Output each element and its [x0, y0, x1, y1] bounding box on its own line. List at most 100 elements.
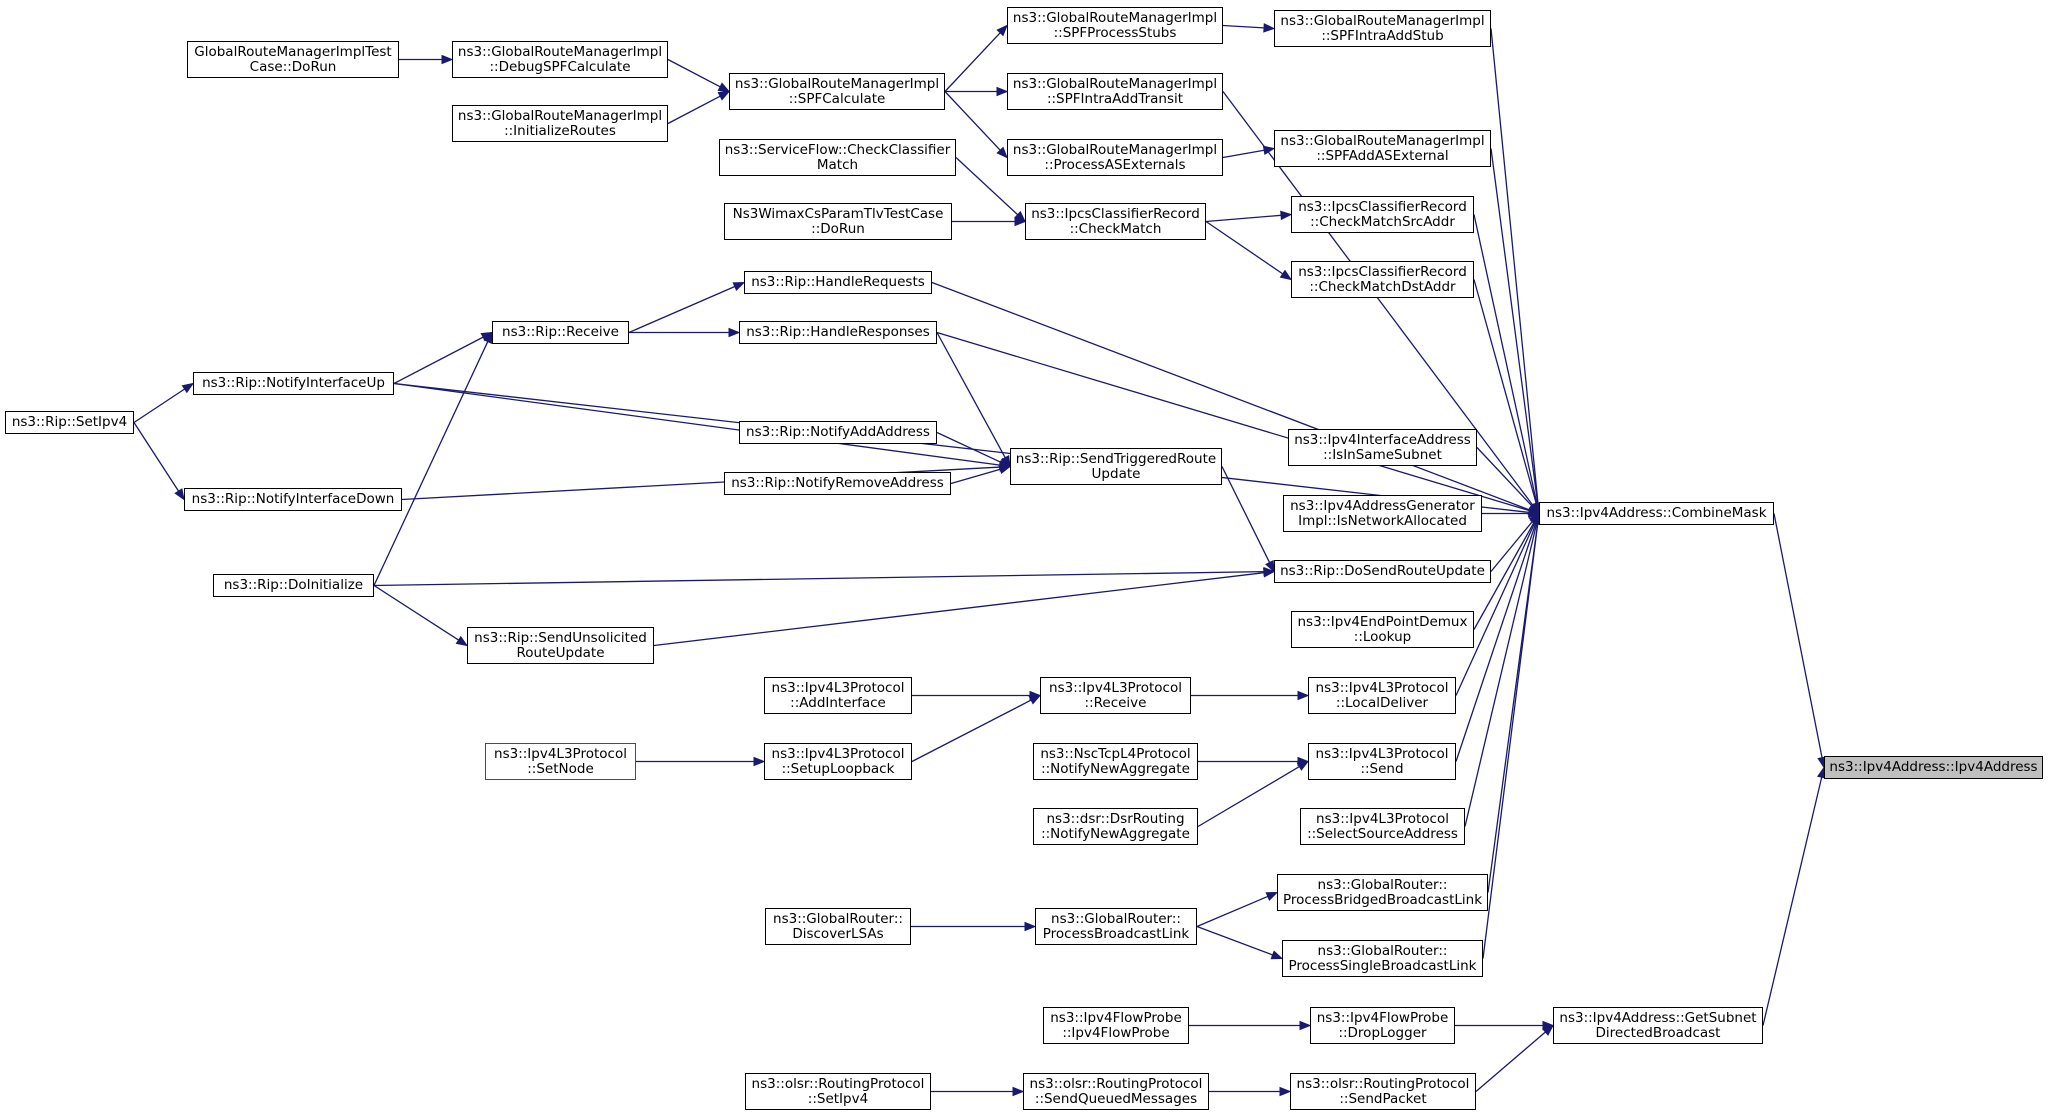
- node-rip-dosendrouteupdate[interactable]: ns3::Rip::DoSendRouteUpdate: [1274, 560, 1491, 583]
- node-label-line: ns3::Ipv4L3Protocol: [1316, 810, 1449, 827]
- edge-n25-n29: [1490, 520, 1534, 572]
- node-label-line: ProcessBroadcastLink: [1042, 925, 1190, 942]
- edge-arrowhead: [1296, 760, 1310, 771]
- node-processsinglebroadcastlink[interactable]: ns3::GlobalRouter::ProcessSingleBroadcas…: [1282, 940, 1483, 977]
- edge-n50-n46: [1475, 1031, 1546, 1092]
- node-label-line: ProcessSingleBroadcastLink: [1288, 957, 1477, 974]
- node-ipv4flowprobe-droplogger[interactable]: ns3::Ipv4FlowProbe::DropLogger: [1310, 1007, 1455, 1044]
- node-label-line: ::SPFIntraAddStub: [1321, 27, 1444, 44]
- node-label-line: ::DropLogger: [1338, 1024, 1427, 1041]
- node-ipv4address-combinemask[interactable]: ns3::Ipv4Address::CombineMask: [1539, 502, 1774, 525]
- edge-arrowhead: [1299, 1020, 1312, 1031]
- edge-arrowhead: [174, 488, 185, 501]
- edge-n37-n29: [1455, 522, 1537, 762]
- node-olsr-routingprotocol-sendqueuedmessages[interactable]: ns3::olsr::RoutingProtocol::SendQueuedMe…: [1023, 1073, 1209, 1110]
- node-globalrouter-discoverlsas[interactable]: ns3::GlobalRouter::DiscoverLSAs: [765, 908, 911, 945]
- node-olsr-routingprotocol-sendpacket[interactable]: ns3::olsr::RoutingProtocol::SendPacket: [1290, 1073, 1476, 1110]
- edge-arrowhead: [181, 382, 195, 394]
- node-rip-handlerequests[interactable]: ns3::Rip::HandleRequests: [744, 271, 932, 294]
- node-checkmatchsrcaddr[interactable]: ns3::IpcsClassifierRecord::CheckMatchSrc…: [1291, 196, 1474, 233]
- node-label-line: ns3::GlobalRouteManagerImpl: [457, 107, 663, 124]
- node-ipv4l3protocol-setnode[interactable]: ns3::Ipv4L3Protocol::SetNode: [485, 743, 636, 780]
- node-label-line: ns3::Ipv4EndPointDemux: [1297, 613, 1468, 630]
- node-label-line: ns3::GlobalRouter::: [1317, 876, 1448, 893]
- edge-n27-n29: [1476, 447, 1533, 507]
- edge-n39-n29: [1464, 523, 1538, 827]
- node-ipv4endpointdemux-lookup[interactable]: ns3::Ipv4EndPointDemux::Lookup: [1291, 611, 1474, 648]
- node-label-line: ::Send: [1360, 760, 1404, 777]
- node-label-line: ::AddInterface: [790, 694, 886, 711]
- edge-arrowhead: [717, 90, 731, 101]
- edge-arrowhead: [1265, 891, 1279, 901]
- node-label-line: ns3::Ipv4L3Protocol: [771, 679, 905, 696]
- edge-arrowhead: [753, 756, 766, 767]
- node-rip-notifyremoveaddress[interactable]: ns3::Rip::NotifyRemoveAddress: [724, 472, 951, 495]
- node-isinsamesubnet[interactable]: ns3::Ipv4InterfaceAddress::IsInSameSubne…: [1288, 429, 1477, 466]
- node-label-line: Match: [816, 156, 859, 173]
- node-rip-setipv4[interactable]: ns3::Rip::SetIpv4: [5, 411, 134, 434]
- node-label-line: ns3::GlobalRouteManagerImpl: [1280, 12, 1485, 29]
- node-label-line: ns3::Rip::SendTriggeredRoute: [1015, 450, 1217, 467]
- edge-n18-n22: [393, 382, 1001, 466]
- edge-arrowhead: [1014, 216, 1027, 227]
- edge-n4-n7: [944, 91, 1001, 151]
- node-ipv4l3protocol-send[interactable]: ns3::Ipv4L3Protocol::Send: [1308, 743, 1456, 780]
- node-spfcalculate[interactable]: ns3::GlobalRouteManagerImpl::SPFCalculat…: [729, 73, 945, 110]
- edge-n35-n32: [911, 699, 1032, 763]
- edge-arrowhead: [728, 327, 741, 338]
- node-initializeroutes[interactable]: ns3::GlobalRouteManagerImpl::InitializeR…: [452, 105, 668, 142]
- edge-n38-n37: [1197, 766, 1300, 828]
- node-ipv4l3protocol-setuploopback[interactable]: ns3::Ipv4L3Protocol::SetupLoopback: [764, 743, 912, 780]
- node-label-line: ns3::Rip::SendUnsolicited: [474, 629, 647, 646]
- edge-n5-n8: [1222, 24, 1265, 29]
- node-debugspfcalculate[interactable]: ns3::GlobalRouteManagerImpl::DebugSPFCal…: [452, 41, 668, 78]
- node-spfprocessstubs[interactable]: ns3::GlobalRouteManagerImpl::SPFProcessS…: [1007, 7, 1223, 44]
- node-ipv4l3protocol-selectsourceaddress[interactable]: ns3::Ipv4L3Protocol::SelectSourceAddress: [1300, 808, 1465, 845]
- node-ipv4flowprobe-ipv4flowprobe[interactable]: ns3::Ipv4FlowProbe::Ipv4FlowProbe: [1043, 1007, 1189, 1044]
- node-checkmatchdstaddr[interactable]: ns3::IpcsClassifierRecord::CheckMatchDst…: [1291, 261, 1474, 298]
- edge-n7-n9: [1222, 149, 1265, 159]
- node-rip-notifyinterfacedown[interactable]: ns3::Rip::NotifyInterfaceDown: [184, 488, 402, 511]
- node-nsctcpl4protocol-notifynewaggregate[interactable]: ns3::NscTcpL4Protocol::NotifyNewAggregat…: [1033, 743, 1198, 780]
- edge-n10-n12: [955, 157, 1019, 216]
- node-label-line: Update: [1091, 465, 1141, 482]
- edge-n24-n26: [373, 584, 459, 641]
- node-ipv4l3protocol-localdeliver[interactable]: ns3::Ipv4L3Protocol::LocalDeliver: [1308, 677, 1456, 714]
- node-dsrrouting-notifynewaggregate[interactable]: ns3::dsr::DsrRouting::NotifyNewAggregate: [1033, 808, 1198, 845]
- edge-n4-n5: [944, 32, 1001, 92]
- node-label-line: Impl::IsNetworkAllocated: [1298, 512, 1467, 529]
- node-rip-doinitialize[interactable]: ns3::Rip::DoInitialize: [213, 574, 374, 597]
- node-label-line: ns3::Ipv4L3Protocol: [1049, 679, 1182, 696]
- node-label-line: ns3::Ipv4Address::CombineMask: [1546, 505, 1767, 521]
- node-globalrouter-processbroadcastlink[interactable]: ns3::GlobalRouter::ProcessBroadcastLink: [1035, 908, 1197, 945]
- node-ipv4l3protocol-receive[interactable]: ns3::Ipv4L3Protocol::Receive: [1040, 677, 1191, 714]
- edge-n17-n29: [936, 331, 1530, 512]
- node-ipv4l3protocol-addinterface[interactable]: ns3::Ipv4L3Protocol::AddInterface: [764, 677, 912, 714]
- node-olsr-routingprotocol-setipv4[interactable]: ns3::olsr::RoutingProtocol::SetIpv4: [745, 1073, 931, 1110]
- node-label-line: ns3::Rip::NotifyRemoveAddress: [731, 475, 944, 491]
- node-rip-handleresponses[interactable]: ns3::Rip::HandleResponses: [739, 321, 937, 344]
- edge-n43-n29: [1482, 523, 1539, 959]
- node-processbridgedbroadcastlink[interactable]: ns3::GlobalRouter::ProcessBridgedBroadca…: [1277, 874, 1488, 911]
- node-label-line: ProcessBridgedBroadcastLink: [1282, 891, 1483, 908]
- edge-n30-n29: [1473, 521, 1535, 630]
- node-spfintraaddtransit[interactable]: ns3::GlobalRouteManagerImpl::SPFIntraAdd…: [1007, 73, 1223, 110]
- node-label-line: ::Lookup: [1353, 628, 1412, 645]
- node-processasexternals[interactable]: ns3::GlobalRouteManagerImpl::ProcessASEx…: [1007, 139, 1223, 176]
- node-rip-receive[interactable]: ns3::Rip::Receive: [492, 321, 629, 344]
- edge-arrowhead: [1279, 1086, 1292, 1097]
- node-spfintraaddstub[interactable]: ns3::GlobalRouteManagerImpl::SPFIntraAdd…: [1274, 10, 1491, 47]
- node-checkmatch[interactable]: ns3::IpcsClassifierRecord::CheckMatch: [1025, 203, 1206, 240]
- node-label-line: ns3::olsr::RoutingProtocol: [1296, 1075, 1470, 1092]
- node-ns3wimaxcsparamtlvtestcase-dorun[interactable]: Ns3WimaxCsParamTlvTestCase::DoRun: [724, 203, 952, 240]
- node-rip-notifyinterfaceup[interactable]: ns3::Rip::NotifyInterfaceUp: [193, 372, 394, 395]
- node-rip-notifyaddaddress[interactable]: ns3::Rip::NotifyAddAddress: [739, 421, 937, 444]
- node-spfaddasexternal[interactable]: ns3::GlobalRouteManagerImpl::SPFAddASExt…: [1274, 130, 1491, 167]
- edge-n18-n29: [393, 382, 1530, 514]
